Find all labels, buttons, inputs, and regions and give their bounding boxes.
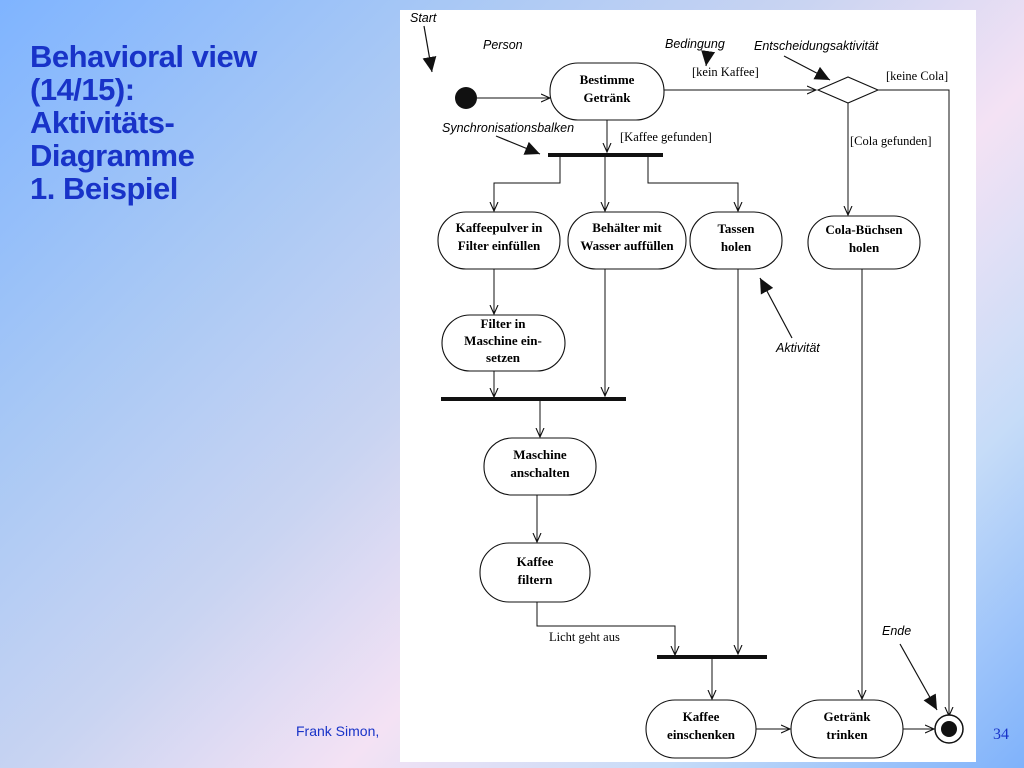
label: holen (849, 240, 880, 255)
title-line-1: Behavioral view (30, 39, 257, 74)
footer-author: Frank Simon, (296, 723, 380, 739)
label: Bestimme (580, 72, 635, 87)
flow-fork-to-tassen (647, 157, 738, 211)
flow-filtern-to-join2 (536, 602, 675, 655)
sync-bar-join-2 (657, 655, 767, 659)
label: Getränk (824, 709, 872, 724)
start-node (455, 87, 477, 109)
label: anschalten (510, 465, 570, 480)
ende-arrow (899, 643, 938, 711)
label: Tassen (717, 221, 755, 236)
activity-bestimme-getraenk: Bestimme Getränk (549, 62, 665, 121)
slide-title: Behavioral view (14/15): Aktivitäts- Dia… (30, 40, 360, 205)
activity-maschine-anschalten: Maschine anschalten (483, 437, 597, 496)
end-node (934, 714, 964, 744)
activity-getraenk-trinken: Getränk trinken (790, 699, 904, 759)
label: einschenken (667, 727, 736, 742)
bedingung-annotation: Bedingung (665, 37, 725, 51)
page-number: 34 (993, 726, 1009, 743)
ende-annotation: Ende (882, 624, 911, 638)
guard-licht: Licht geht aus (549, 630, 620, 644)
label: Getränk (584, 90, 632, 105)
guard-kein-kaffee: [kein Kaffee] (692, 65, 759, 79)
activity-kaffeepulver: Kaffeepulver in Filter einfüllen (437, 211, 561, 270)
label: filtern (518, 572, 553, 587)
sync-annotation: Synchronisationsbalken (442, 121, 574, 135)
guard-keine-cola: [keine Cola] (886, 69, 948, 83)
guard-kaffee-gefunden: [Kaffee gefunden] (620, 130, 712, 144)
person-annotation: Person (483, 38, 523, 52)
title-line-4: Diagramme (30, 138, 195, 173)
label: Maschine ein- (464, 333, 542, 348)
title-line-2: (14/15): (30, 72, 135, 107)
label: Cola-Büchsen (825, 222, 903, 237)
sync-bar-join-1 (441, 397, 626, 401)
bedingung-arrow (701, 50, 716, 67)
activity-tassen: Tassen holen (689, 211, 783, 270)
activity-kaffee-filtern: Kaffee filtern (479, 542, 591, 603)
activity-diagram: Start Person Bedingung Entscheidungsakti… (410, 11, 964, 759)
title-line-5: 1. Beispiel (30, 171, 178, 206)
title-line-3: Aktivitäts- (30, 105, 175, 140)
start-annotation-arrow (422, 25, 437, 73)
label: trinken (826, 727, 868, 742)
activity-diagram-figure: Start Person Bedingung Entscheidungsakti… (400, 10, 976, 762)
aktivitaet-arrow (759, 277, 793, 339)
aktivitaet-annotation: Aktivität (775, 341, 820, 355)
guard-cola-gefunden: [Cola gefunden] (850, 134, 932, 148)
label: Filter in (481, 316, 527, 331)
activity-filter-einsetzen: Filter in Maschine ein- setzen (441, 314, 566, 372)
label: Filter einfüllen (458, 238, 541, 253)
entscheidung-annotation: Entscheidungsaktivität (754, 39, 879, 53)
label: holen (721, 239, 752, 254)
label: Behälter mit (592, 220, 662, 235)
label: Kaffee (683, 709, 720, 724)
sync-arrow (495, 135, 541, 155)
activity-behaelter: Behälter mit Wasser auffüllen (567, 211, 687, 270)
label: Wasser auffüllen (580, 238, 674, 253)
activity-cola: Cola-Büchsen holen (807, 215, 921, 270)
label: Kaffeepulver in (456, 220, 544, 235)
label: Maschine (513, 447, 567, 462)
flow-keine-cola-to-end (878, 89, 949, 716)
label: setzen (486, 350, 521, 365)
start-annotation: Start (410, 11, 437, 25)
sync-bar-fork (548, 153, 663, 157)
entscheidung-arrow (783, 55, 831, 81)
decision-diamond (816, 76, 880, 104)
flow-fork-to-kaffeepulver (494, 157, 561, 211)
activity-kaffee-einschenken: Kaffee einschenken (645, 699, 757, 759)
label: Kaffee (517, 554, 554, 569)
